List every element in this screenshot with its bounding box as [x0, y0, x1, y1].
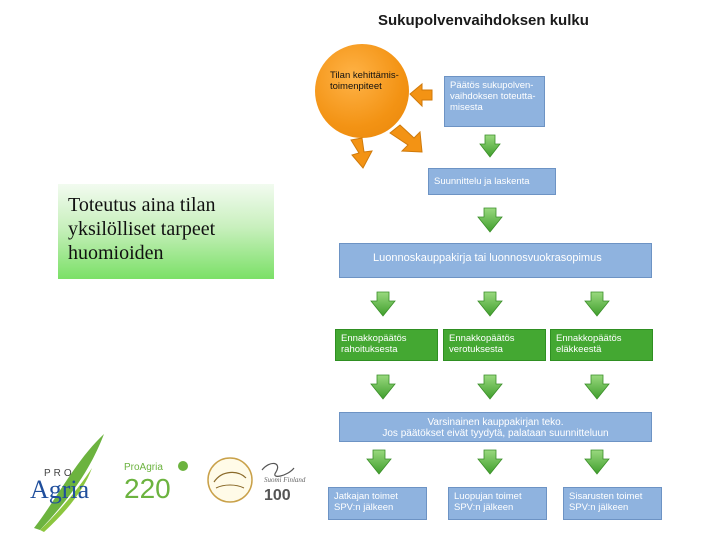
logo-strip: PRO Agria ProAgria 220 Suomi Finland 100 — [26, 430, 311, 534]
logos-svg: PRO Agria ProAgria 220 Suomi Finland 100 — [30, 434, 306, 532]
finland-100-logo: Suomi Finland 100 — [261, 462, 306, 504]
successor-actions-box: Jatkajan toimet SPV:n jälkeen — [328, 487, 427, 520]
actual-contract-line2: Jos päätökset eivät tyydytä, palataan su… — [382, 428, 609, 439]
proagria-220-top-text: ProAgria — [124, 462, 163, 473]
orange-arrow-down-right-icon — [389, 124, 423, 153]
advance-pension-box: Ennakkopäätös eläkkeestä — [550, 329, 653, 361]
green-arrow-down-icon — [477, 207, 503, 233]
advance-tax-box: Ennakkopäätös verotuksesta — [443, 329, 546, 361]
pro-text: PRO — [44, 468, 75, 479]
green-arrow-down-icon — [477, 449, 503, 475]
signature-icon — [261, 462, 295, 477]
green-arrow-down-icon — [366, 449, 392, 475]
green-arrow-down-icon — [477, 374, 503, 400]
draft-contract-box: Luonnoskauppakirja tai luonnosvuokrasopi… — [339, 243, 652, 278]
signature-text: Suomi Finland — [264, 476, 306, 484]
proagria-220-leaf-icon — [178, 461, 188, 471]
proagria-220-logo: ProAgria 220 — [124, 461, 188, 504]
orange-arrow-right-icon — [409, 82, 433, 108]
agria-text: Agria — [30, 475, 90, 504]
green-arrow-down-icon — [584, 449, 610, 475]
planning-box: Suunnittelu ja laskenta — [428, 168, 556, 195]
actual-contract-box: Varsinainen kauppakirjan teko. Jos päätö… — [339, 412, 652, 442]
proagria-leaf-icon — [34, 434, 104, 532]
diagram-title: Sukupolvenvaihdoksen kulku — [378, 12, 589, 29]
green-arrow-down-icon — [584, 374, 610, 400]
transferor-actions-box: Luopujan toimet SPV:n jälkeen — [448, 487, 547, 520]
development-measures-label: Tilan kehittämis-toimenpiteet — [330, 70, 399, 92]
green-arrow-down-icon — [370, 374, 396, 400]
hundred-text: 100 — [264, 487, 291, 504]
proagria-220-number: 220 — [124, 473, 171, 504]
green-arrow-down-icon — [479, 134, 501, 158]
siblings-actions-box: Sisarusten toimet SPV:n jälkeen — [563, 487, 662, 520]
emblem-circle-icon — [207, 457, 253, 503]
development-measures-circle — [315, 44, 409, 138]
green-arrow-down-icon — [584, 291, 610, 317]
green-arrow-down-icon — [477, 291, 503, 317]
advance-financing-box: Ennakkopäätös rahoituksesta — [335, 329, 438, 361]
orange-arrow-down-icon — [350, 137, 373, 169]
note-box: Toteutus aina tilan yksilölliset tarpeet… — [58, 184, 274, 279]
decision-box: Päätös sukupolven-vaihdoksen toteutta-mi… — [444, 76, 545, 127]
green-arrow-down-icon — [370, 291, 396, 317]
actual-contract-line1: Varsinainen kauppakirjan teko. — [427, 417, 564, 428]
